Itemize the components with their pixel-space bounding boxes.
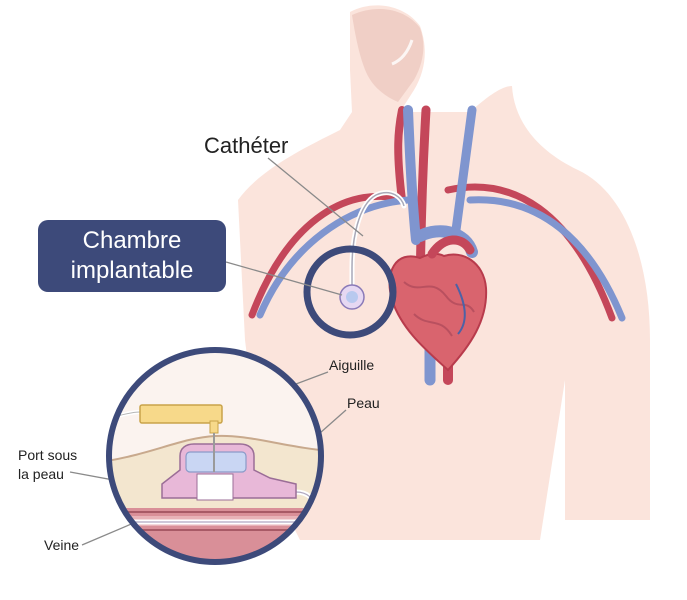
septum: [185, 451, 247, 473]
port-label: Port sous la peau: [18, 446, 77, 484]
vein-label: Veine: [44, 537, 80, 553]
catheter-label: Cathéter: [204, 133, 289, 158]
skin-label: Peau: [347, 395, 380, 411]
heart: [388, 225, 488, 372]
magnifier-ring: [106, 347, 324, 565]
port-label-line-2: la peau: [18, 466, 64, 482]
port-location-ring: [303, 245, 397, 339]
needle-label: Aiguille: [329, 357, 375, 373]
title-line-2: implantable: [70, 257, 194, 284]
title-line-1: Chambre: [82, 227, 182, 254]
needle-hub: [139, 404, 223, 424]
title-badge: Chambre implantable: [38, 220, 226, 292]
port-label-line-1: Port sous: [18, 447, 78, 463]
head-neck: [352, 8, 424, 103]
